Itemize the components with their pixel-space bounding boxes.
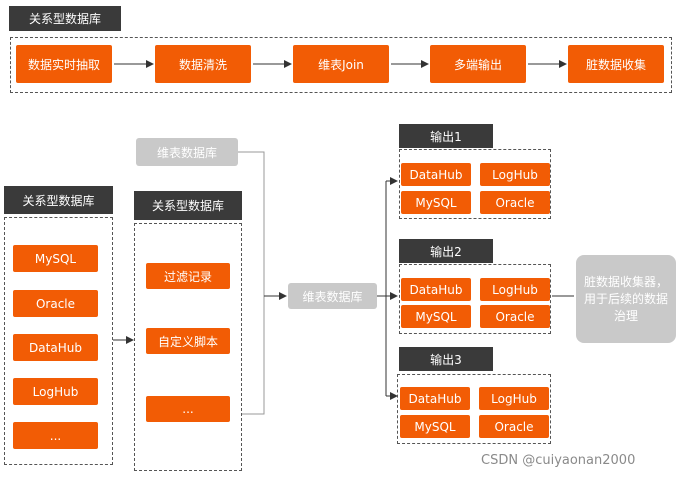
source-item-loghub: LogHub: [13, 378, 98, 405]
output3-frame: [397, 374, 551, 444]
output2-title: 输出2: [399, 239, 493, 263]
source-item-oracle: Oracle: [13, 290, 98, 317]
output2-datahub: DataHub: [401, 278, 471, 301]
step-dirty: 脏数据收集: [568, 45, 664, 83]
dim-table-top: 维表数据库: [136, 138, 238, 166]
source-item-mysql: MySQL: [13, 245, 98, 272]
output1-oracle: Oracle: [480, 191, 550, 214]
output3-oracle: Oracle: [479, 415, 549, 438]
output1-mysql: MySQL: [401, 191, 471, 214]
output2-oracle: Oracle: [480, 305, 550, 328]
watermark: CSDN @cuiyaonan2000: [481, 453, 636, 468]
clean-item-more: ...: [146, 396, 230, 422]
dirty-data-collector: 脏数据收集器，用于后续的数据治理: [576, 255, 676, 343]
step-clean: 数据清洗: [155, 45, 251, 83]
source-db-frame: [4, 217, 113, 465]
output3-loghub: LogHub: [479, 387, 549, 410]
line-dim-table-top: [238, 151, 265, 296]
line-clean-db: [242, 296, 265, 415]
source-item-datahub: DataHub: [13, 334, 98, 361]
output2-mysql: MySQL: [401, 305, 471, 328]
clean-db-frame: [134, 223, 242, 471]
output1-datahub: DataHub: [401, 163, 471, 186]
source-db-title: 关系型数据库: [4, 186, 113, 214]
step-output: 多端输出: [430, 45, 526, 83]
output1-frame: [399, 149, 551, 219]
top-flow-frame: [10, 37, 672, 93]
top-flow-title: 关系型数据库: [9, 6, 121, 31]
output3-mysql: MySQL: [400, 415, 470, 438]
clean-item-filter: 过滤记录: [146, 263, 230, 289]
output3-datahub: DataHub: [400, 387, 470, 410]
output2-frame: [399, 264, 551, 334]
output1-loghub: LogHub: [480, 163, 550, 186]
output1-title: 输出1: [399, 124, 493, 148]
step-extract: 数据实时抽取: [16, 45, 112, 83]
clean-item-script: 自定义脚本: [146, 328, 230, 354]
output2-loghub: LogHub: [480, 278, 550, 301]
output3-title: 输出3: [399, 347, 493, 371]
dim-table-mid: 维表数据库: [288, 283, 377, 309]
source-item-more: ...: [13, 422, 98, 449]
step-join: 维表Join: [293, 45, 389, 83]
clean-db-title: 关系型数据库: [134, 191, 242, 220]
